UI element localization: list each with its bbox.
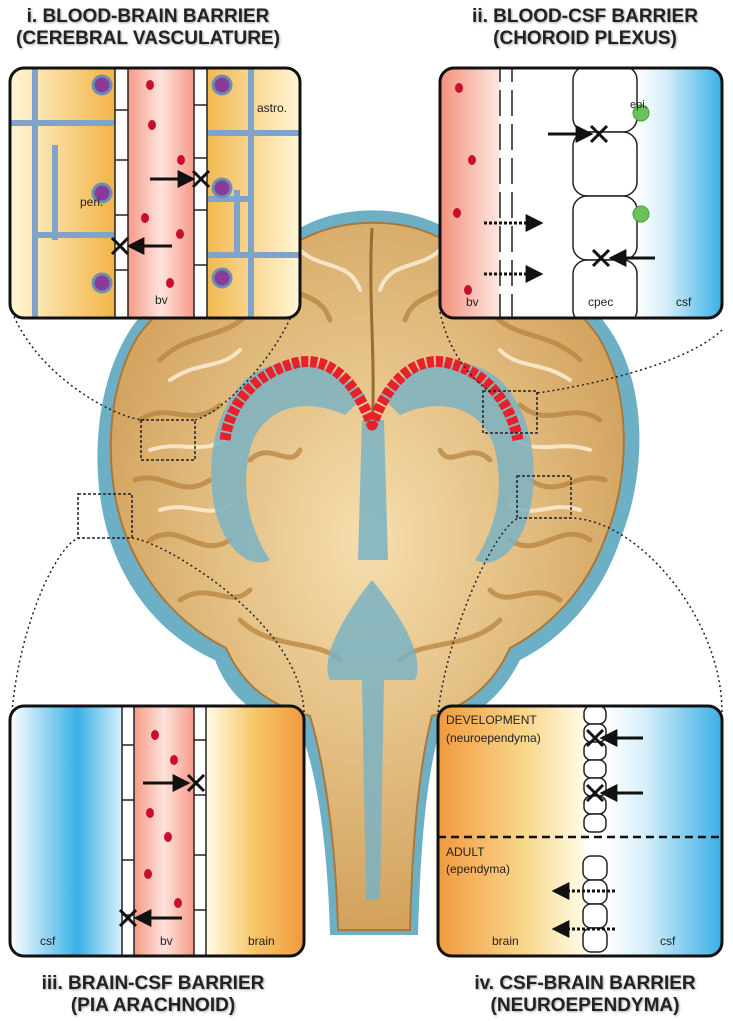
epiplexus-cell-2 [633,206,649,222]
panel-bcsf-csf [636,68,722,318]
label-csf-iii: csf [40,934,56,948]
panel-bbb-vessel [128,68,194,318]
panel-iv-csf [606,706,722,956]
label-brain-iv: brain [492,934,519,948]
cpec-cells [573,66,637,324]
label-cpec: cpec [588,295,613,309]
label-csf-iv: csf [660,934,676,948]
label-astro: astro. [257,101,287,115]
label-bv-ii: bv [466,295,479,309]
panel-csf-brain: DEVELOPMENT (neuroependyma) ADULT (epend… [438,706,722,956]
panel-bcsf-vessel [440,68,500,318]
label-adult: ADULT [446,845,485,859]
fenestrated-endothelium [500,68,512,318]
neuroependyma-cells [584,706,606,832]
label-epi: epi. [630,99,648,111]
panel-iii-brain [206,706,304,956]
label-peri: peri. [80,195,103,209]
label-csf-ii: csf [676,295,692,309]
panel-bcsf: epi. bv cpec csf [440,66,722,324]
panel-iii-csf [10,706,122,956]
panel-brain-csf: csf bv brain [10,706,304,956]
label-bv-i: bv [155,293,168,307]
label-development-sub: (neuroependyma) [446,731,541,745]
third-ventricle [358,420,388,560]
label-adult-sub: (ependyma) [446,862,510,876]
label-brain-iii: brain [248,934,275,948]
label-development: DEVELOPMENT [446,713,537,727]
panel-bbb: astro. peri. bv [10,68,300,318]
label-bv-iii: bv [160,934,173,948]
